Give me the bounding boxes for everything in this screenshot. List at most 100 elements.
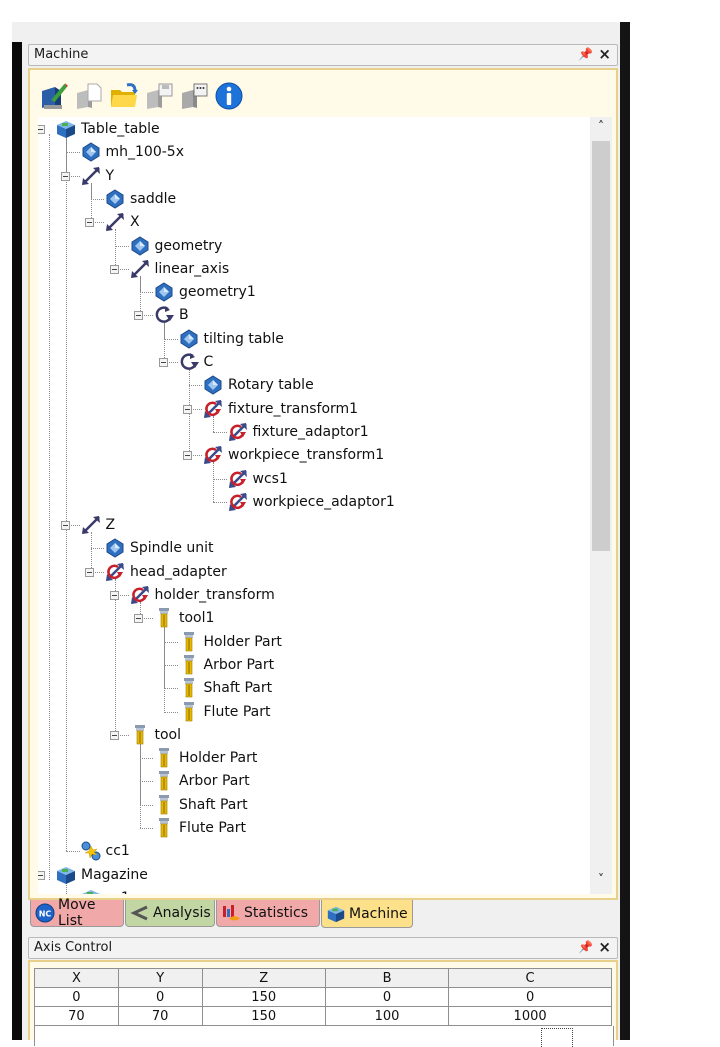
axis-cell[interactable]: 70 bbox=[35, 1007, 119, 1026]
tree-node-label: tool bbox=[155, 727, 182, 743]
edit-machine-button[interactable] bbox=[38, 80, 70, 112]
focus-indicator bbox=[541, 1028, 573, 1047]
tree-node[interactable]: workpiece_adaptor1 bbox=[227, 491, 395, 513]
new-machine-button[interactable] bbox=[73, 80, 105, 112]
tree-node[interactable]: holder_transform bbox=[129, 584, 275, 606]
collapse-toggle-icon[interactable] bbox=[110, 731, 119, 740]
axis-cell[interactable]: 0 bbox=[118, 988, 202, 1007]
tree-node[interactable]: Rotary table bbox=[202, 374, 314, 396]
tree-node[interactable]: Z bbox=[80, 514, 116, 536]
axis-cell[interactable]: 0 bbox=[325, 988, 448, 1007]
tree-node[interactable]: fixture_adaptor1 bbox=[227, 421, 369, 443]
scroll-up-icon[interactable]: ˄ bbox=[590, 119, 612, 139]
axis-cell[interactable]: 70 bbox=[118, 1007, 202, 1026]
tree-node[interactable]: geometry bbox=[129, 235, 223, 257]
save-as-machine-button[interactable] bbox=[178, 80, 210, 112]
tree-node-label: C bbox=[204, 354, 214, 370]
tab-machine[interactable]: Machine bbox=[321, 900, 413, 928]
geometry-icon bbox=[104, 537, 126, 559]
axis-cell[interactable]: 150 bbox=[202, 988, 325, 1007]
tree-node[interactable]: Flute Part bbox=[178, 701, 271, 723]
close-icon[interactable]: × bbox=[598, 45, 611, 63]
tree-connector-line bbox=[213, 502, 227, 503]
tree-node[interactable]: X bbox=[104, 211, 140, 233]
collapse-toggle-icon[interactable] bbox=[61, 172, 70, 181]
tree-connector-line bbox=[66, 136, 67, 851]
tab-statistics[interactable]: Statistics bbox=[216, 900, 320, 927]
collapse-toggle-icon[interactable] bbox=[134, 614, 143, 623]
collapse-toggle-icon[interactable] bbox=[38, 871, 45, 880]
tree-node[interactable]: cc1 bbox=[80, 887, 130, 894]
tree-node[interactable]: tool bbox=[129, 724, 182, 746]
tree-connector-line bbox=[91, 548, 105, 549]
tree-node[interactable]: Holder Part bbox=[178, 631, 282, 653]
tree-node[interactable]: cc1 bbox=[80, 840, 130, 862]
scroll-down-icon[interactable]: ˅ bbox=[590, 872, 612, 892]
collapse-toggle-icon[interactable] bbox=[183, 405, 192, 414]
collapse-toggle-icon[interactable] bbox=[134, 311, 143, 320]
linear-axis-icon bbox=[129, 258, 151, 280]
tree-node[interactable]: C bbox=[178, 351, 214, 373]
collapse-toggle-icon[interactable] bbox=[85, 218, 94, 227]
pin-icon[interactable]: 📌 bbox=[578, 47, 593, 61]
tree-node-label: workpiece_transform1 bbox=[228, 447, 384, 463]
axis-cell[interactable]: 0 bbox=[449, 988, 612, 1007]
tree-node[interactable]: Spindle unit bbox=[104, 537, 214, 559]
tree-node[interactable]: tilting table bbox=[178, 328, 284, 350]
collapse-toggle-icon[interactable] bbox=[110, 591, 119, 600]
tree-node-label: saddle bbox=[130, 191, 176, 207]
tree-node[interactable]: Holder Part bbox=[153, 747, 257, 769]
tree-node[interactable]: fixture_transform1 bbox=[202, 398, 358, 420]
axis-column-header: Z bbox=[202, 969, 325, 988]
tree-node[interactable]: Y bbox=[80, 165, 115, 187]
tree-node-label: Spindle unit bbox=[130, 540, 214, 556]
tree-scrollbar[interactable]: ˄ ˅ bbox=[590, 117, 612, 894]
axis-cell[interactable]: 100 bbox=[325, 1007, 448, 1026]
pin-icon[interactable]: 📌 bbox=[578, 940, 593, 954]
close-icon[interactable]: × bbox=[598, 938, 611, 956]
tree-node[interactable]: Arbor Part bbox=[178, 654, 275, 676]
collapse-toggle-icon[interactable] bbox=[38, 125, 45, 134]
tree-node[interactable]: wcs1 bbox=[227, 468, 288, 490]
statistics-icon bbox=[221, 903, 241, 923]
axis-row: 0 0 150 0 0 bbox=[35, 988, 612, 1007]
tool-icon bbox=[153, 607, 175, 629]
tree-node[interactable]: Magazine bbox=[55, 864, 148, 886]
tree-node[interactable]: Table_table bbox=[55, 118, 160, 140]
info-button[interactable] bbox=[213, 80, 245, 112]
tree-node[interactable]: Shaft Part bbox=[153, 794, 248, 816]
axis-panel-title: Axis Control bbox=[34, 940, 112, 955]
tree-connector-line bbox=[66, 851, 80, 852]
tree-node[interactable]: Arbor Part bbox=[153, 770, 250, 792]
transform-icon bbox=[227, 468, 249, 490]
tree-node[interactable]: mh_100-5x bbox=[80, 141, 184, 163]
tree-node[interactable]: linear_axis bbox=[129, 258, 230, 280]
axis-cell[interactable]: 0 bbox=[35, 988, 119, 1007]
tree-node-label: mh_100-5x bbox=[106, 144, 184, 160]
collapse-toggle-icon[interactable] bbox=[159, 358, 168, 367]
geometry-icon bbox=[129, 235, 151, 257]
tab-analysis[interactable]: Analysis bbox=[125, 900, 215, 927]
axis-cell[interactable]: 1000 bbox=[449, 1007, 612, 1026]
collapse-toggle-icon[interactable] bbox=[61, 521, 70, 530]
collapse-toggle-icon[interactable] bbox=[183, 451, 192, 460]
tree-node-label: head_adapter bbox=[130, 564, 227, 580]
tree-node[interactable]: head_adapter bbox=[104, 561, 227, 583]
tree-node[interactable]: Shaft Part bbox=[178, 677, 273, 699]
open-machine-button[interactable] bbox=[108, 80, 140, 112]
collapse-toggle-icon[interactable] bbox=[110, 265, 119, 274]
tree-node[interactable]: tool1 bbox=[153, 607, 214, 629]
tree-node[interactable]: B bbox=[153, 304, 189, 326]
tree-node[interactable]: saddle bbox=[104, 188, 176, 210]
scroll-thumb[interactable] bbox=[592, 141, 610, 551]
machine-toolbar bbox=[38, 80, 245, 112]
save-machine-button[interactable] bbox=[143, 80, 175, 112]
collapse-toggle-icon[interactable] bbox=[85, 568, 94, 577]
axis-cell[interactable]: 150 bbox=[202, 1007, 325, 1026]
svg-text:NC: NC bbox=[39, 910, 52, 919]
tree-node[interactable]: geometry1 bbox=[153, 281, 256, 303]
tree-node[interactable]: workpiece_transform1 bbox=[202, 444, 384, 466]
tree-node[interactable]: Flute Part bbox=[153, 817, 246, 839]
